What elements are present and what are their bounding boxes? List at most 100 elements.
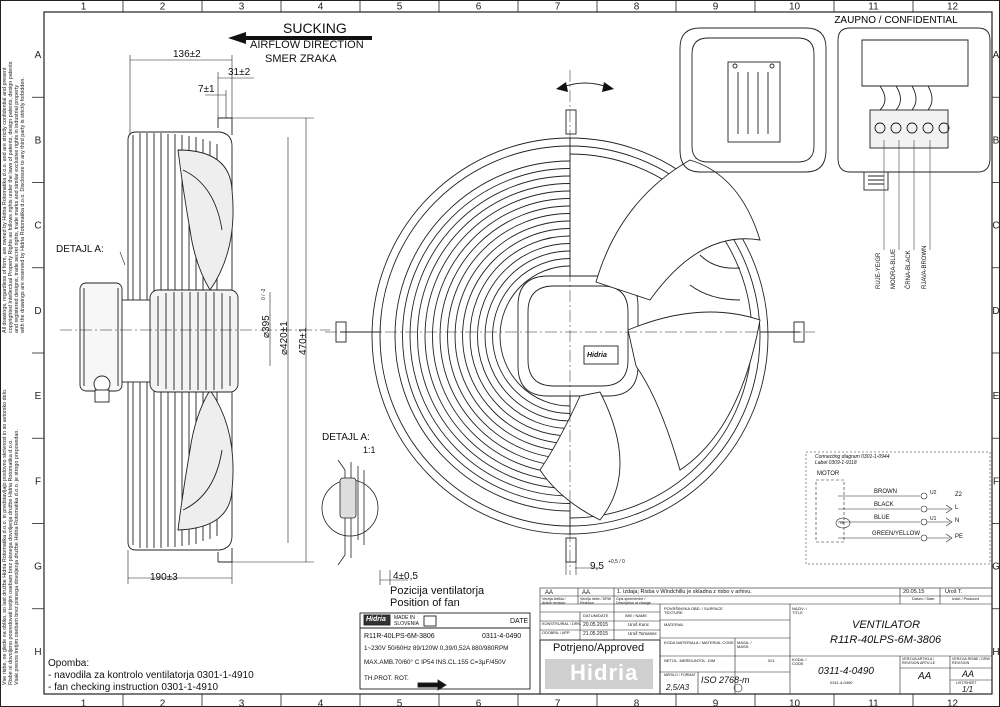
sheet-value: 1/1	[962, 685, 974, 694]
grid-col-label-bottom: 5	[397, 699, 403, 707]
sheet-header: LIST/SHEET	[956, 681, 977, 685]
wire-label-brown: RJAVA-BROWN	[922, 245, 928, 289]
detail-a-label-side: DETAJL A:	[56, 244, 104, 255]
svg-text:Hidria: Hidria	[587, 352, 607, 359]
conn-tb: TB	[839, 520, 845, 525]
grid-col-label-top: 11	[868, 2, 879, 13]
grid-col-label-top: 10	[789, 2, 801, 13]
fan-side-view	[79, 117, 239, 563]
note-line-1: - navodila za kontrolo ventilatorja 0301…	[48, 670, 254, 681]
hdr-drw-rev: Verzija risbe / DRW Revision	[580, 597, 612, 605]
grid-col-label-top: 3	[239, 2, 245, 13]
conn-term-n: N	[955, 518, 960, 524]
nameplate-frame	[359, 612, 531, 691]
dim-4: 4±0,5	[393, 571, 418, 582]
grid-col-label-top: 8	[634, 2, 640, 13]
conn-term-z2: Z2	[955, 492, 963, 498]
grid-col-label-top: 4	[318, 2, 324, 13]
rev-code: AA	[545, 590, 554, 596]
grid-col-label-bottom: 2	[160, 699, 166, 707]
untol-dim-header: NETOL. MERE/UNTOL. DIM	[664, 658, 716, 663]
hdr-datum: DATUM/DATE	[583, 613, 609, 618]
dim-9-5: 9,5	[590, 561, 604, 572]
airflow-line1: AIRFLOW DIRECTION	[250, 39, 364, 51]
surface-texture: POVRŠINSKA OBD. / SURFACE TEXTURE	[664, 606, 723, 615]
conn-wire-brown: BROWN	[874, 489, 897, 495]
approval-stamp-text: Potrjeno/Approved	[553, 642, 645, 654]
hdr-ime: IME / NAME	[625, 613, 648, 618]
grid-col-label-bottom: 7	[555, 699, 561, 707]
title-block	[539, 587, 993, 695]
connecting-diagram	[805, 451, 991, 565]
nameplate-thermal: TH.PROT. ROT.	[364, 675, 409, 682]
untol-dim-value: ISO 2768-m	[701, 675, 750, 685]
grid-row-label-right: B	[993, 135, 1000, 146]
grid-col-label-bottom: 6	[476, 699, 482, 707]
note-heading: Opomba:	[48, 658, 90, 669]
grid-row-label-right: F	[993, 476, 999, 487]
row-konstr: KONSTRUIRAL / DRN.	[542, 622, 582, 626]
nameplate-code: 0311-4-0490	[482, 633, 522, 640]
konstr-name: Uroš Kunc	[628, 622, 650, 627]
conn-wire-black: BLACK	[874, 502, 894, 508]
drw-rev-header: VERZIJA RISBE / DRW REVISION	[952, 657, 990, 665]
conn-term-pe: PE	[955, 534, 964, 540]
material: MATERIAL	[664, 622, 684, 627]
nameplate-made-in: MADE IN	[394, 615, 415, 621]
scale-value: 2,5/A3	[666, 683, 690, 692]
grid-row-label-left: C	[34, 221, 41, 232]
dim-470: 470±1	[298, 327, 309, 355]
conn-motor: MOTOR	[817, 471, 840, 477]
conn-diagram-title: Connecting diagram 0301-1-0944	[815, 454, 890, 460]
nameplate-model: R11R-40LPS-6M-3806	[364, 633, 435, 640]
rev-code-drw: AA	[582, 590, 591, 596]
grid-row-label-right: C	[992, 221, 999, 232]
rev-description: 1. izdaja; Risba v Windchillu je skladna…	[617, 589, 752, 595]
hdr-date: Datum: / Date:	[912, 597, 936, 601]
drw-rev-value: AA	[962, 669, 975, 679]
drawing-code-small: 0311-4-0490	[830, 680, 853, 685]
note-line-2: - fan checking instruction 0301-1-4910	[48, 682, 219, 693]
detail-scale: 1:1	[363, 445, 376, 455]
detail-a-label: DETAJL A:	[322, 432, 370, 443]
wire-label-black: ČRNA-BLACK	[906, 250, 912, 289]
scale-header: MERILO / FORMAT	[664, 673, 696, 677]
material-code: KODA MATERIALA / MATERIAL CODE	[664, 640, 734, 645]
nameplate-brand: Hidria	[366, 616, 386, 623]
grid-row-label-right: A	[993, 50, 1000, 61]
fan-position-sl: Pozicija ventilatorja	[390, 585, 485, 597]
terminal-box-view-2	[837, 27, 991, 250]
conn-u2: U2	[930, 490, 937, 496]
nameplate-spec-1: 1~230V 50/60Hz 89/120W 0,39/0,52A 880/98…	[364, 645, 509, 652]
wire-label-blue: MODRA-BLUE	[891, 248, 897, 289]
grid-col-label-bottom: 10	[789, 699, 801, 707]
hdr-produced: Izdal: / Produced	[952, 597, 979, 601]
grid-col-label-top: 7	[555, 2, 561, 13]
grid-col-label-bottom: 11	[868, 699, 879, 707]
airflow-title: SUCKING	[283, 20, 347, 36]
grid-row-label-right: D	[992, 306, 999, 317]
grid-col-label-bottom: 4	[318, 699, 324, 707]
grid-row-label-left: A	[35, 50, 42, 61]
grid-row-label-left: D	[34, 306, 41, 317]
rev-by: Uroš T.	[945, 589, 963, 595]
confidential-label: ZAUPNO / CONFIDENTIAL	[834, 15, 958, 26]
nameplate-date: DATE	[510, 618, 529, 625]
article-rev-header: VERZIJA ARTIKLA / REVISION ARTICLE	[902, 657, 936, 665]
dim-395: ⌀395	[261, 315, 272, 338]
drawing-title-2: R11R-40LPS-6M-3806	[830, 634, 942, 646]
dim-9-5-tol: +0,5 / 0	[608, 559, 625, 565]
nameplate-country: SLOVENIA	[394, 621, 420, 627]
airflow-arrow	[228, 32, 372, 44]
conn-term-l: L	[955, 505, 959, 511]
hdr-desc: Opis spremembe / Description of change	[616, 597, 651, 605]
grid-row-label-left: E	[35, 391, 42, 402]
wire-label-yellow-green: RUJE-YE/GR	[876, 252, 882, 289]
grid-col-label-top: 6	[476, 2, 482, 13]
fan-front-view	[335, 109, 805, 563]
drawing-code: 0311-4-0490	[818, 666, 874, 677]
grid-col-label-bottom: 9	[713, 699, 719, 707]
grid-col-label-top: 1	[81, 2, 87, 13]
legal-notice-sl: Vse risbe, ne glede na obliko, so last d…	[2, 388, 20, 685]
